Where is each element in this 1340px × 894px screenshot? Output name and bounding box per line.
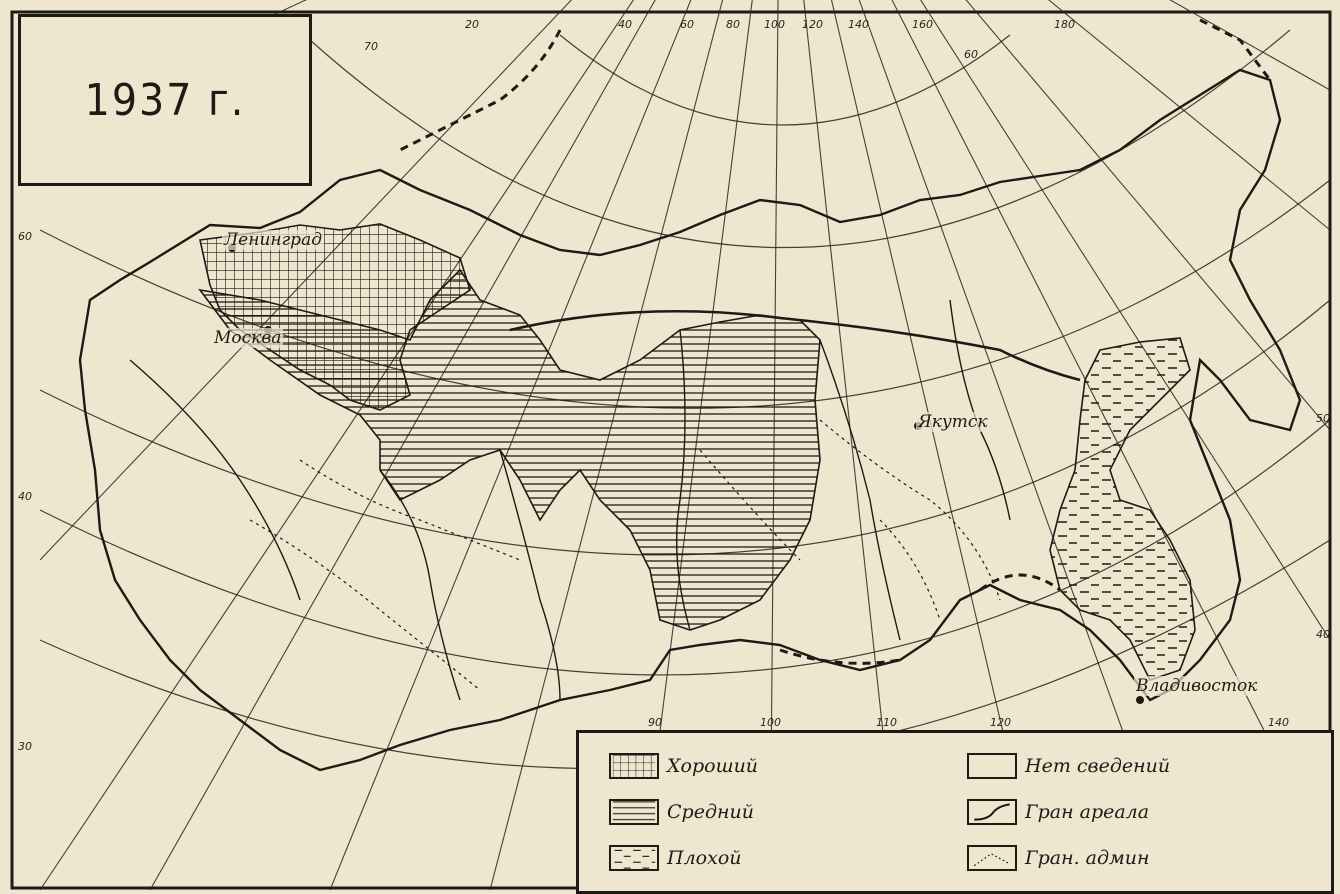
- map-title: 1937 г.: [84, 74, 246, 126]
- graticule-label-top: 140: [848, 18, 869, 31]
- graticule-label-bottom: 100: [760, 716, 781, 729]
- graticule-label-bottom: 140: [1268, 716, 1289, 729]
- legend-item-nodata: Нет сведений: [967, 753, 1170, 779]
- graticule-label-left: 30: [18, 740, 32, 753]
- legend-label: Плохой: [667, 847, 742, 869]
- region-medium: [198, 268, 821, 631]
- legend-swatch-boundary: [967, 799, 1017, 825]
- legend-item-poor: Плохой: [609, 845, 742, 871]
- graticule-label-left: 70: [364, 40, 378, 53]
- graticule-label-top: 100: [764, 18, 785, 31]
- legend-label: Хороший: [667, 755, 759, 777]
- city-label-yakutsk: Якутск: [916, 412, 990, 432]
- graticule-label-left: 40: [18, 490, 32, 503]
- graticule-label-top: 120: [802, 18, 823, 31]
- legend-swatch-hlines: [609, 799, 659, 825]
- graticule-label-bottom: 90: [648, 716, 662, 729]
- graticule-label-top: 40: [618, 18, 632, 31]
- legend-item-medium: Средний: [609, 799, 754, 825]
- legend-label: Нет сведений: [1025, 755, 1171, 777]
- graticule-label-top: 60: [680, 18, 694, 31]
- legend-swatch-grid: [609, 753, 659, 779]
- region-poor: [1049, 337, 1196, 681]
- rivers: [129, 299, 1011, 701]
- city-marker-vladivostok: [1136, 696, 1144, 704]
- legend-label: Гран ареала: [1025, 801, 1150, 823]
- title-box: 1937 г.: [18, 14, 312, 186]
- legend-swatch-dotted: [967, 845, 1017, 871]
- graticule-label-right: 50: [1316, 412, 1330, 425]
- graticule-label-top: 180: [1054, 18, 1075, 31]
- land-outline: [78, 68, 1302, 772]
- city-label-leningrad: Ленинград: [222, 230, 324, 250]
- admin-boundaries: [249, 419, 1001, 691]
- legend-item-admin: Гран. админ: [967, 845, 1150, 871]
- graticule-label-right: 40: [1316, 628, 1330, 641]
- city-label-vladivostok: Владивосток: [1134, 676, 1260, 696]
- legend-label: Гран. админ: [1025, 847, 1150, 869]
- graticule-label-top: 160: [912, 18, 933, 31]
- legend-item-range: Гран ареала: [967, 799, 1149, 825]
- range-boundary-line: [509, 309, 1081, 382]
- legend: Хороший Средний Плохой Нет сведений: [576, 730, 1334, 894]
- graticule-label-left: 60: [18, 230, 32, 243]
- graticule-label-bottom: 120: [990, 716, 1011, 729]
- legend-item-good: Хороший: [609, 753, 758, 779]
- graticule-label-top: 80: [726, 18, 740, 31]
- city-label-moskva: Москва: [212, 328, 284, 348]
- legend-swatch-blank: [967, 753, 1017, 779]
- state-border-dashed: [399, 18, 1272, 665]
- graticule-label-top: 20: [465, 18, 479, 31]
- legend-label: Средний: [667, 801, 754, 823]
- graticule-label-bottom: 110: [876, 716, 897, 729]
- legend-swatch-dashes: [609, 845, 659, 871]
- graticule-label-right: 60: [964, 48, 978, 61]
